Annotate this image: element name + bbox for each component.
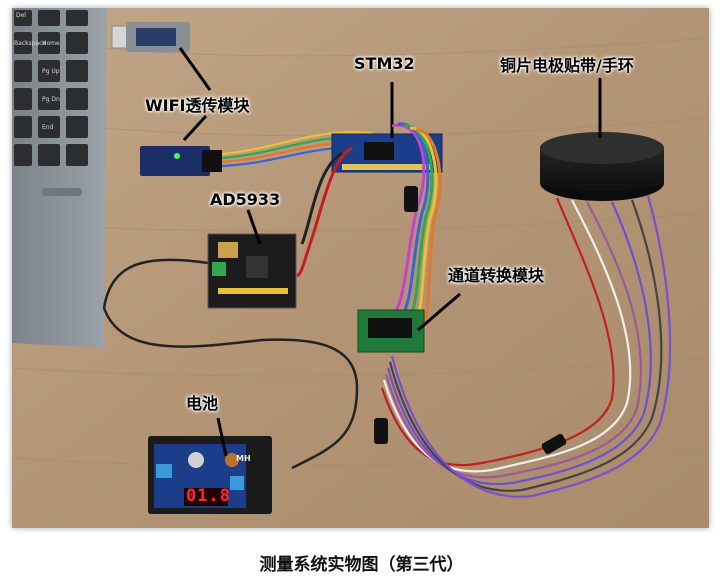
wifi-module-usb [111,22,190,52]
key-end: End [42,124,54,131]
ad5933-pointer [246,209,262,245]
channel-switch-pointer [417,292,461,332]
cable-black-battery [102,307,359,470]
label-electrode: 铜片电极贴带/手环 [500,56,634,75]
key-pgup: Pg Up [42,68,60,75]
ferrite-bead-2 [374,418,388,444]
electrode-wires [380,195,672,498]
label-battery: 电池 [186,394,219,413]
label-ad5933: AD5933 [210,190,281,209]
system-photo [12,8,709,528]
red-cable [296,146,353,278]
battery-module-marking: MH [236,454,251,463]
ferrite-bead-3 [541,433,567,455]
battery-pointer [216,417,228,457]
battery-display-reading: 01.8 [186,486,231,506]
wifi-module-board [140,146,222,176]
wifi-pointer-1 [178,47,212,91]
label-wifi-module: WIFI透传模块 [145,96,250,115]
label-channel-switch: 通道转换模块 [448,266,545,285]
figure-caption: 测量系统实物图（第三代） [259,555,464,575]
key-home: Home [42,40,60,47]
battery-box [148,436,272,514]
key-backspace: Backspace [14,40,47,47]
label-stm32: STM32 [354,54,415,73]
channel-switch-board [357,309,425,353]
ferrite-bead-1 [404,186,418,212]
wifi-pointer-2 [182,114,208,142]
key-del: Del [16,12,26,19]
electrode-band [540,132,664,201]
laptop [12,8,107,348]
photo-illustration [12,8,709,528]
key-pgdn: Pg Dn [42,96,60,103]
ad5933-board [207,233,297,309]
cable-black-left [102,258,228,309]
